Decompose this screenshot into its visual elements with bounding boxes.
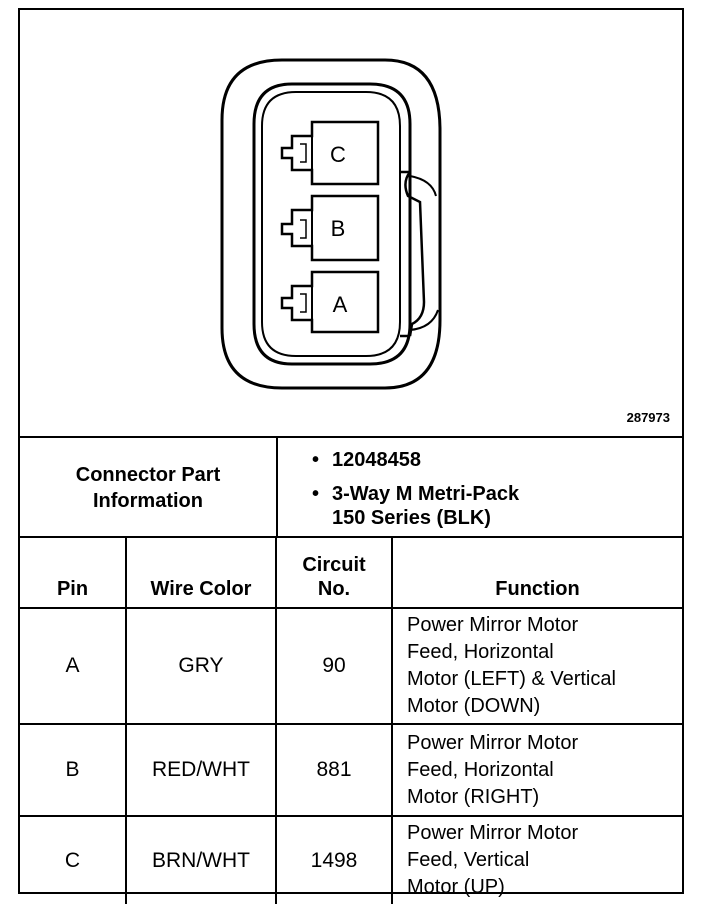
table-header-row: Pin Wire Color Circuit No. Function — [20, 536, 682, 609]
cell-pin: B — [20, 723, 127, 817]
cell-wire-color: RED/WHT — [125, 723, 277, 817]
table-row: A GRY 90 Power Mirror Motor Feed, Horizo… — [20, 607, 682, 725]
connector-part-info-list: 12048458 3-Way M Metri-Pack 150 Series (… — [310, 448, 519, 540]
pin-cavity-a: A — [280, 270, 380, 334]
cell-circuit: 1498 — [275, 815, 393, 904]
pinout-table: Pin Wire Color Circuit No. Function A GR… — [20, 536, 682, 904]
document-frame: C B A 287973 Connector Part Information … — [18, 8, 684, 904]
cell-circuit: 881 — [275, 723, 393, 817]
connector-latch — [400, 170, 426, 338]
connector-latch-tab — [409, 175, 439, 331]
pin-label-b: B — [331, 216, 346, 241]
header-function: Function — [391, 536, 682, 609]
connector-part-info-label: Connector Part Information — [75, 464, 221, 512]
cell-function: Power Mirror Motor Feed, Horizontal Moto… — [391, 607, 682, 725]
info-divider — [276, 438, 278, 538]
connector-housing-inner-lip — [261, 91, 401, 357]
pin-cavity-b: B — [280, 194, 380, 262]
connector-housing-inner — [252, 82, 412, 366]
cell-pin: A — [20, 607, 127, 725]
cell-circuit: 90 — [275, 607, 393, 725]
cell-wire-color: GRY — [125, 607, 277, 725]
header-pin: Pin — [20, 536, 127, 609]
connector-description: 3-Way M Metri-Pack 150 Series (BLK) — [310, 482, 519, 530]
cell-pin: C — [20, 815, 127, 904]
connector-housing-outer — [220, 58, 442, 390]
table-row: C BRN/WHT 1498 Power Mirror Motor Feed, … — [20, 815, 682, 904]
connector-part-info: Connector Part Information 12048458 3-Wa… — [20, 436, 682, 538]
table-row: B RED/WHT 881 Power Mirror Motor Feed, H… — [20, 723, 682, 817]
header-wire-color: Wire Color — [125, 536, 277, 609]
pin-label-c: C — [330, 142, 346, 167]
header-circuit-no: Circuit No. — [275, 536, 393, 609]
figure-id: 287973 — [626, 410, 670, 425]
connector-drawing: C B A — [220, 58, 442, 390]
cell-function: Power Mirror Motor Feed, Horizontal Moto… — [391, 723, 682, 817]
pin-label-a: A — [333, 292, 348, 317]
cell-wire-color: BRN/WHT — [125, 815, 277, 904]
pin-cavity-c: C — [280, 120, 380, 186]
connector-diagram: C B A 287973 — [20, 10, 682, 436]
part-number: 12048458 — [310, 448, 519, 472]
cell-function: Power Mirror Motor Feed, Vertical Motor … — [391, 815, 682, 904]
